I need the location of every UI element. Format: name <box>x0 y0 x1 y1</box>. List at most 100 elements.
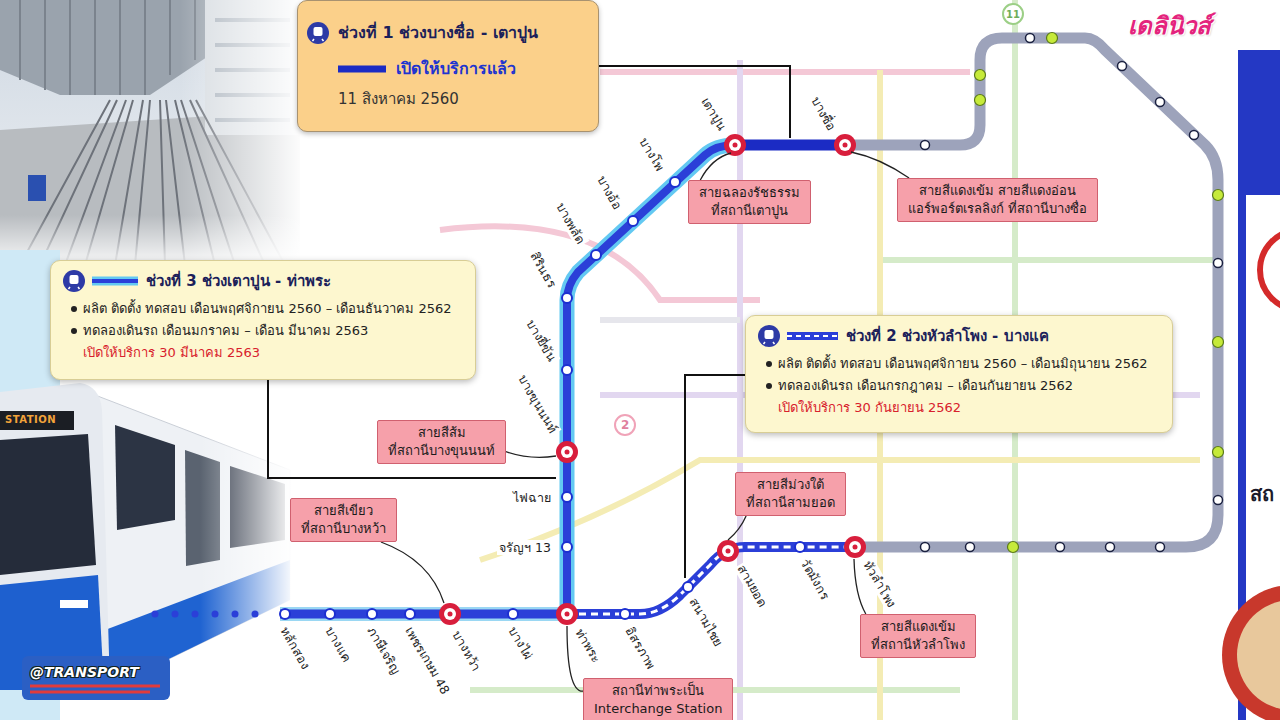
interchange-station <box>556 441 578 463</box>
interchange-callout: สายสีเขียวที่สถานีบางหว้า <box>290 498 397 542</box>
box-heading: สายสีม่วงใต้ <box>746 476 835 494</box>
box-text: เปิดให้บริการ 30 มีนาคม 2563 <box>83 342 459 364</box>
section-panel: ช่วงที่ 1 ช่วงบางซื่อ - เตาปูนเปิดให้บริ… <box>297 0 599 132</box>
leader-line <box>381 542 444 603</box>
station-dot <box>620 609 630 619</box>
box-heading: สายสีเขียว <box>301 502 386 520</box>
box-text: ที่สถานีหัวลำโพง <box>871 636 965 654</box>
station-dot <box>405 609 415 619</box>
station-name: บางพลัด <box>552 198 589 248</box>
blue-line <box>280 610 567 619</box>
interchange-callout: สายสีแดงเข้มที่สถานีหัวลำโพง <box>860 614 976 658</box>
side-photo <box>1237 600 1280 710</box>
watermark: @TRANSPORT <box>30 664 139 680</box>
line-sample <box>787 332 838 340</box>
train-window <box>115 425 175 530</box>
station-dot <box>591 250 601 260</box>
interchange-dot <box>1047 33 1058 44</box>
side-photo <box>1222 585 1280 720</box>
station-name: จรัญฯ 13 <box>497 540 553 555</box>
box-heading: ช่วงที่ 3 ช่วงเตาปูน - ท่าพระ <box>146 270 459 292</box>
train-icon <box>63 270 85 292</box>
extension-dot <box>232 611 239 618</box>
station-dot <box>670 177 680 187</box>
faint-line <box>880 257 1218 263</box>
interchange-dot <box>1213 447 1224 458</box>
station-dot <box>683 582 693 592</box>
faint-line <box>600 69 970 75</box>
bullet <box>71 328 77 334</box>
interchange-dot <box>975 70 986 81</box>
station-dot <box>1056 543 1065 552</box>
station-name: บางโพ <box>636 133 669 175</box>
faint-line <box>440 226 760 300</box>
station-name: อิสรภาพ <box>622 622 660 673</box>
interchange-station <box>448 612 453 617</box>
blue-line-section-2 <box>567 547 855 614</box>
extension-dot <box>192 611 199 618</box>
station-dot <box>628 216 638 226</box>
station-dot <box>1156 98 1165 107</box>
line-dashes <box>567 547 855 614</box>
station-name: ภาษีเจริญ <box>364 622 405 678</box>
leader-line <box>700 153 731 180</box>
depot-train <box>28 175 46 201</box>
train-front <box>0 383 110 690</box>
station-name: บางหว้า <box>449 626 485 674</box>
side-text: สถ <box>1250 478 1274 510</box>
leader-line <box>599 66 790 138</box>
box-text: ผลิต ติดตั้ง ทดสอบ เดือนพฤศจิกายน 2560 –… <box>83 298 459 320</box>
destination-display <box>0 411 74 430</box>
line-sample <box>92 277 138 286</box>
train-icon <box>758 325 780 347</box>
interchange-station <box>733 143 738 148</box>
station-name: บางอ้อ <box>593 171 626 214</box>
station-dot <box>280 609 290 619</box>
train-icon <box>764 342 775 344</box>
line-number: 2 <box>621 418 629 432</box>
station-dot <box>1190 131 1199 140</box>
interchange-station <box>729 139 741 151</box>
faint-line <box>600 317 740 323</box>
station-dot <box>562 492 572 502</box>
station-dot <box>367 609 377 619</box>
train-fade <box>200 380 295 700</box>
interchange-station <box>565 612 570 617</box>
box-text: Interchange Station <box>594 700 722 718</box>
blue-line-section-1 <box>735 140 845 151</box>
bullet <box>766 361 772 367</box>
box-text: ที่สถานีเตาปูน <box>699 202 800 220</box>
station-name: สนามไชย <box>686 593 727 650</box>
leader-line <box>268 380 556 478</box>
line-sample <box>787 335 838 337</box>
station-dot <box>562 542 572 552</box>
leader-line <box>728 516 746 540</box>
interchange-dot <box>1213 337 1224 348</box>
extension-dot <box>172 611 179 618</box>
future-line <box>845 38 1218 547</box>
box-text: แอร์พอร์ตเรลลิงก์ ที่สถานีบางซื่อ <box>908 200 1087 218</box>
interchange-station <box>561 446 573 458</box>
train-display: STATION <box>5 414 56 426</box>
box-heading: สายสีส้ม <box>388 424 495 442</box>
box-heading: สถานีท่าพระเป็น <box>594 682 722 700</box>
interchange-station <box>849 541 861 553</box>
interchange-station <box>724 134 746 156</box>
bullet <box>71 306 77 312</box>
interchange-station <box>556 603 578 625</box>
extension-dot <box>212 611 219 618</box>
station-name: เพชรเกษม 48 <box>402 622 454 698</box>
headlight <box>60 600 88 608</box>
train-icon <box>69 287 80 289</box>
interchange-callout: สถานีท่าพระเป็นInterchange Station <box>583 678 733 720</box>
line-number: 11 <box>1006 9 1020 20</box>
extension-dot <box>152 611 159 618</box>
station-dot <box>1026 34 1035 43</box>
extension-dot <box>252 611 259 618</box>
interchange-station <box>844 536 866 558</box>
station-name: เตาปูน <box>698 93 731 135</box>
station-name: บางยี่ขัน <box>523 315 561 366</box>
interchange-station <box>726 549 731 554</box>
interchange-dot <box>975 95 986 106</box>
interchange-station <box>717 540 739 562</box>
